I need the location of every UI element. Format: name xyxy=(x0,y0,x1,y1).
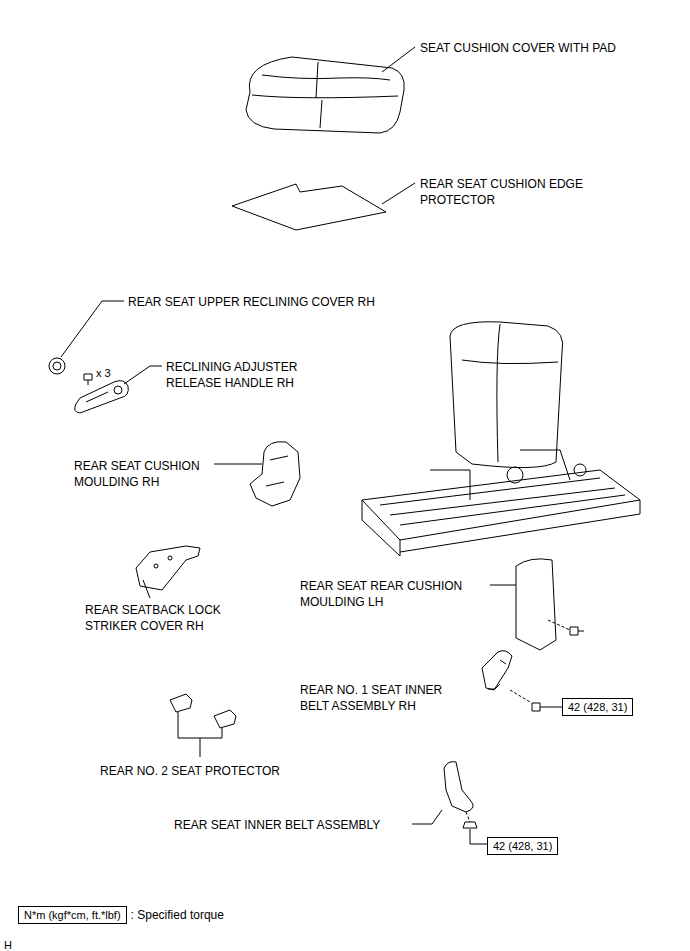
part-label: REAR SEAT CUSHION EDGE PROTECTOR xyxy=(420,176,610,208)
torque-value: N*m (kgf*cm, ft.*lbf) xyxy=(18,906,127,924)
legend-text: : Specified torque xyxy=(127,908,224,922)
quantity-note: x 3 xyxy=(96,365,111,381)
torque-box: 42 (428, 31) xyxy=(487,837,558,855)
part-label: REAR SEAT INNER BELT ASSEMBLY xyxy=(174,817,380,833)
part-label: REAR NO. 2 SEAT PROTECTOR xyxy=(100,763,280,779)
part-label: SEAT CUSHION COVER WITH PAD xyxy=(420,40,616,56)
part-label: REAR NO. 1 SEAT INNER BELT ASSEMBLY RH xyxy=(300,682,470,714)
torque-value: 42 (428, 31) xyxy=(487,837,558,855)
part-label: REAR SEATBACK LOCK STRIKER COVER RH xyxy=(85,602,245,634)
torque-legend: N*m (kgf*cm, ft.*lbf): Specified torque xyxy=(18,906,224,924)
torque-value: 42 (428, 31) xyxy=(562,698,633,716)
page-code: H xyxy=(4,937,12,951)
part-label: REAR SEAT UPPER RECLINING COVER RH xyxy=(128,294,375,310)
part-label: REAR SEAT REAR CUSHION MOULDING LH xyxy=(300,578,485,610)
part-label: REAR SEAT CUSHION MOULDING RH xyxy=(74,458,224,490)
torque-box: 42 (428, 31) xyxy=(562,698,633,716)
part-label: RECLINING ADJUSTER RELEASE HANDLE RH xyxy=(166,359,316,391)
